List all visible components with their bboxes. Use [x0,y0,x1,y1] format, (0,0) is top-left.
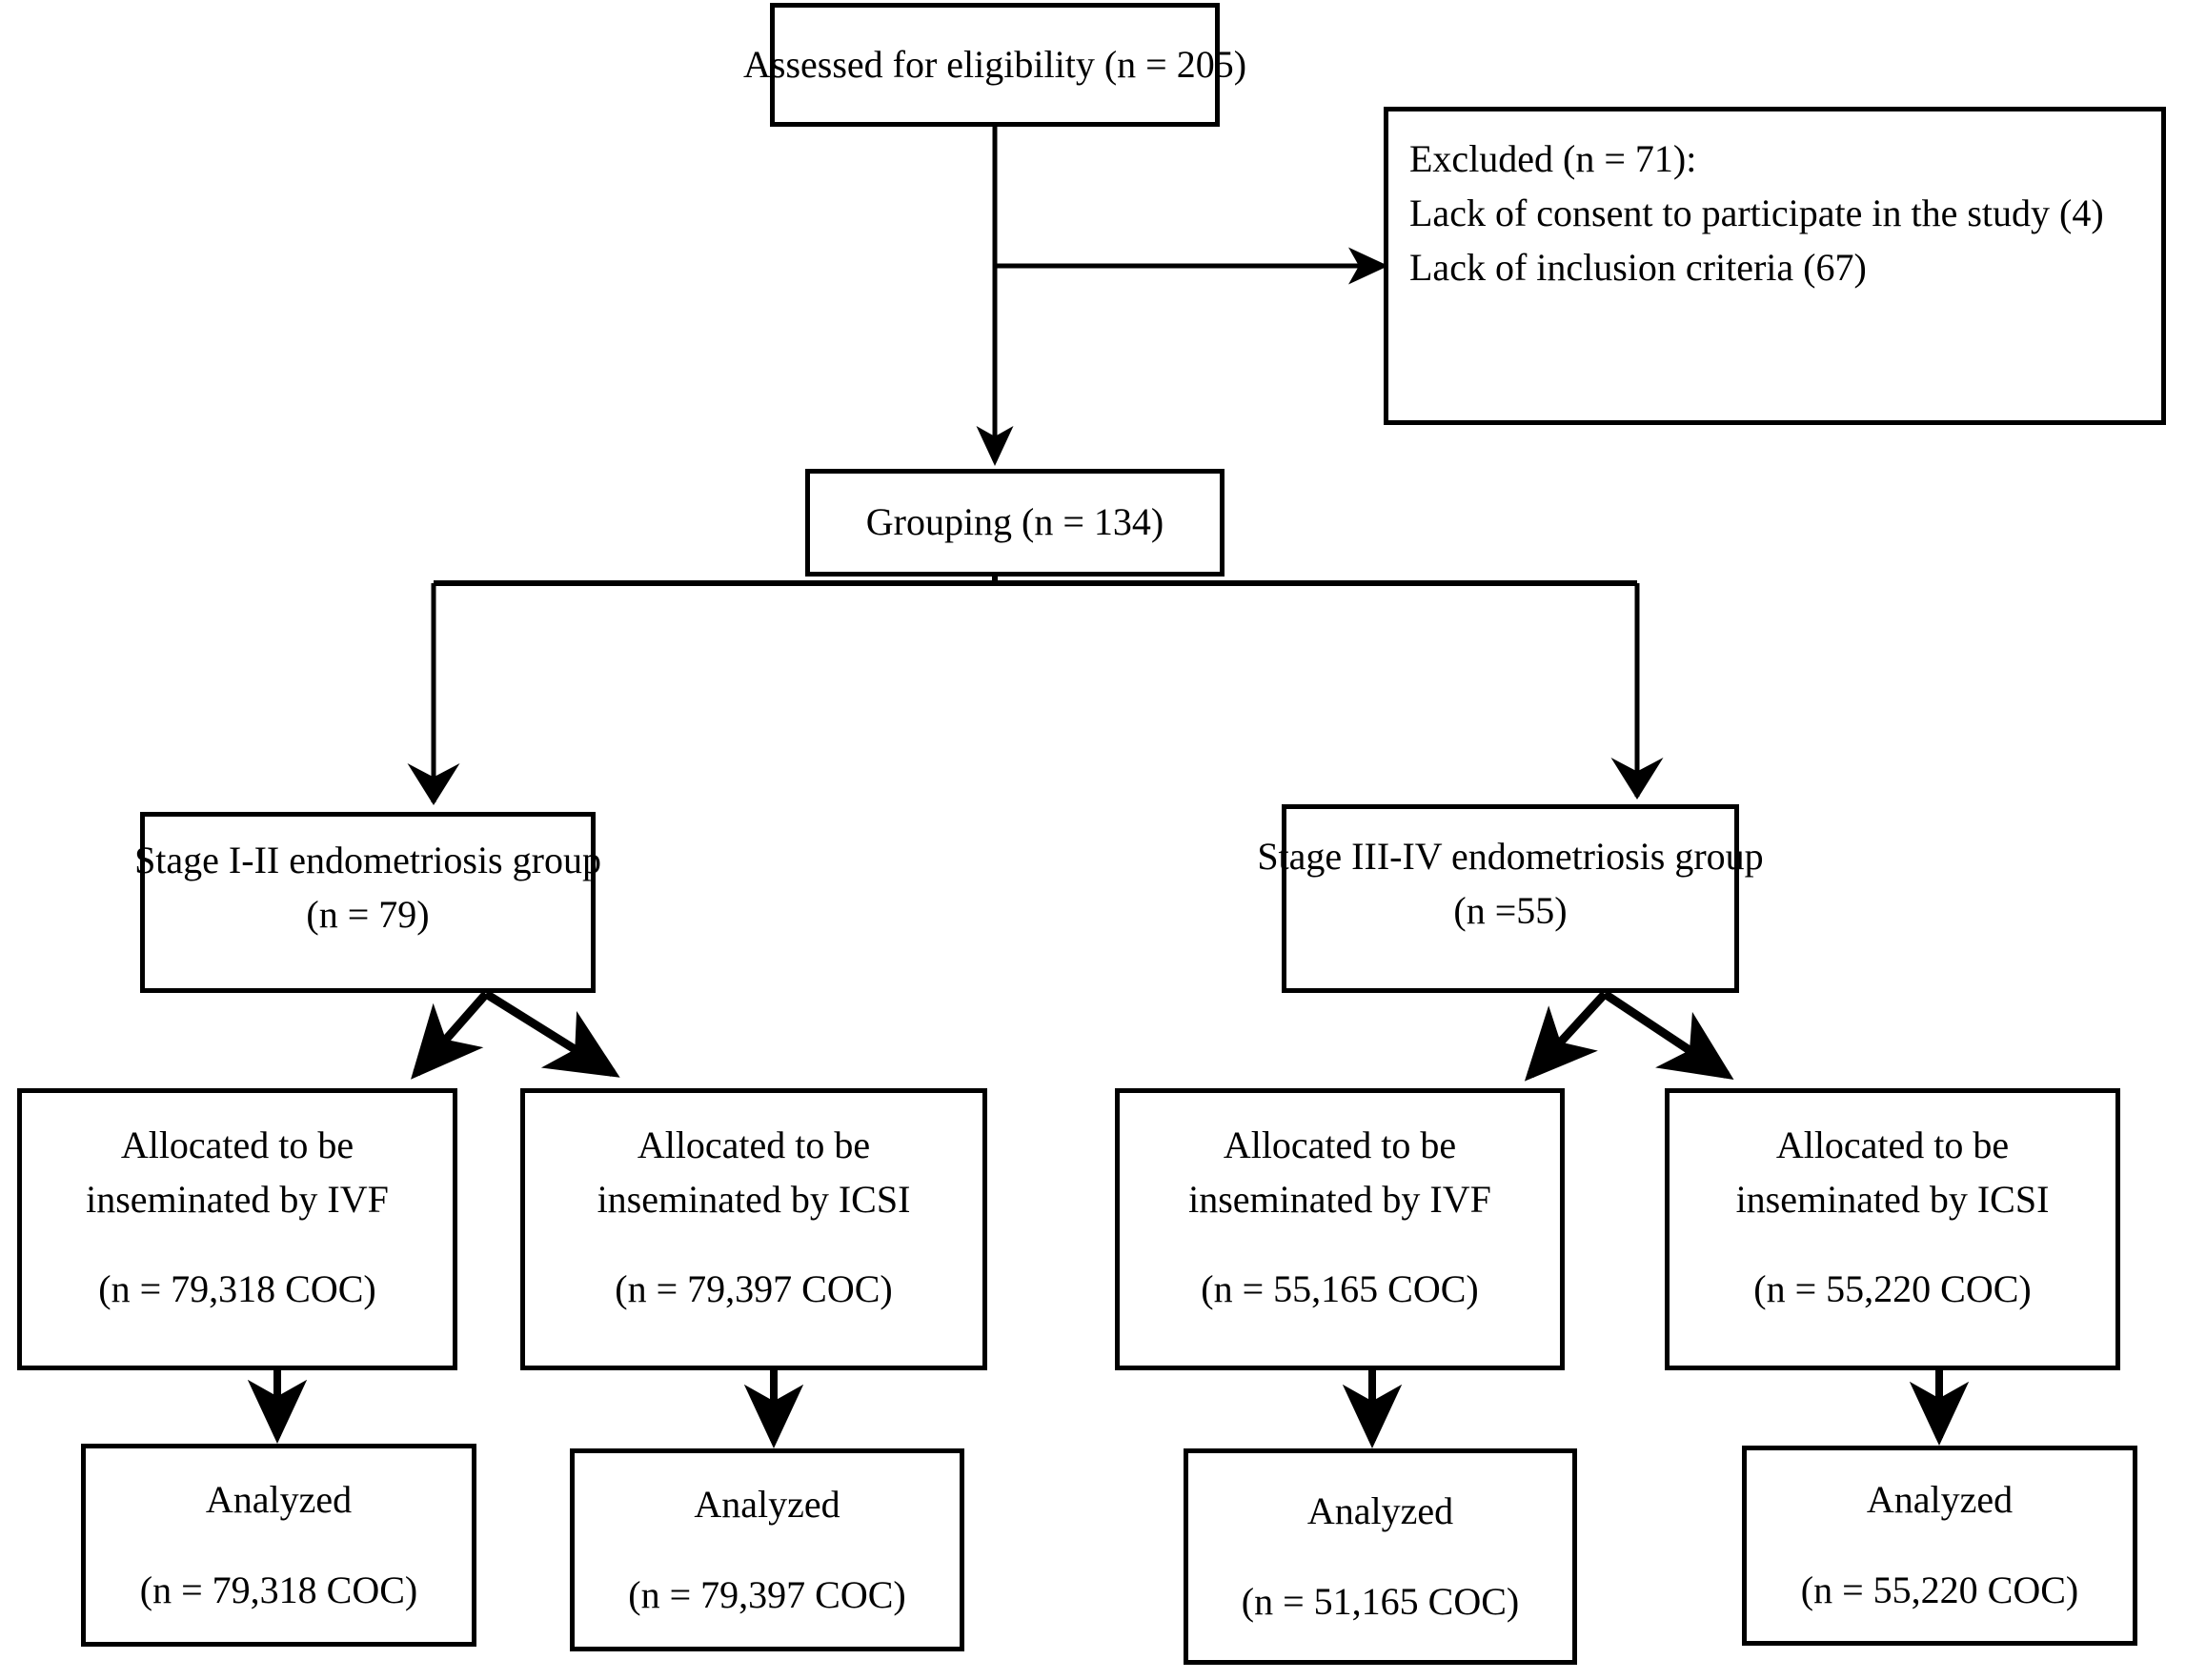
node-allocated-ivf-left-line-2: inseminated by IVF [86,1177,389,1221]
node-stage-iii-iv-group[interactable]: Stage III-IV endometriosis group (n =55) [1257,804,1764,993]
edge-stage-i-ii-to-icsi [483,990,620,1078]
node-analyzed-icsi-right-line-1: Analyzed [1866,1478,2014,1522]
node-stage-iii-iv-line-2: (n =55) [1453,889,1568,932]
node-analyzed-ivf-stage-i-ii[interactable]: Analyzed (n = 79,318 COC) [81,1444,476,1647]
node-analyzed-icsi-stage-i-ii[interactable]: Analyzed (n = 79,397 COC) [570,1448,964,1651]
node-analyzed-ivf-stage-iii-iv[interactable]: Analyzed (n = 51,165 COC) [1184,1448,1577,1665]
node-allocated-ivf-stage-i-ii[interactable]: Allocated to be inseminated by IVF (n = … [17,1088,457,1370]
node-allocated-ivf-right-line-1: Allocated to be [1223,1123,1457,1166]
node-allocated-ivf-left-line-3: (n = 79,318 COC) [98,1267,376,1311]
node-stage-iii-iv-line-1: Stage III-IV endometriosis group [1257,835,1764,879]
node-allocated-ivf-left-line-1: Allocated to be [120,1123,354,1166]
node-stage-i-ii-group[interactable]: Stage I-II endometriosis group (n = 79) [134,812,601,993]
node-analyzed-icsi-left-line-2: (n = 79,397 COC) [628,1572,906,1616]
node-allocated-icsi-left-line-2: inseminated by ICSI [597,1177,911,1221]
node-assessed-for-eligibility[interactable]: Assessed for eligibility (n = 205) [743,3,1246,127]
node-allocated-icsi-left-line-3: (n = 79,397 COC) [615,1267,893,1311]
node-allocated-icsi-left-line-1: Allocated to be [637,1123,871,1166]
node-analyzed-icsi-left-line-1: Analyzed [694,1482,840,1526]
node-grouping[interactable]: Grouping (n = 134) [805,469,1225,577]
node-stage-i-ii-line-1: Stage I-II endometriosis group [134,839,601,882]
node-allocated-icsi-right-line-3: (n = 55,220 COC) [1753,1267,2032,1311]
node-analyzed-ivf-left-line-1: Analyzed [205,1477,353,1521]
node-analyzed-ivf-right-line-1: Analyzed [1306,1488,1454,1532]
node-excluded-line-2: Lack of consent to participate in the st… [1409,191,2104,234]
node-allocated-ivf-stage-iii-iv[interactable]: Allocated to be inseminated by IVF (n = … [1115,1088,1565,1370]
node-excluded[interactable]: Excluded (n = 71): Lack of consent to pa… [1384,107,2166,425]
node-stage-i-ii-line-2: (n = 79) [306,893,430,936]
node-analyzed-ivf-left-line-2: (n = 79,318 COC) [139,1568,418,1611]
edge-stage-iii-iv-to-ivf [1524,990,1609,1082]
node-excluded-line-1: Excluded (n = 71): [1409,137,1697,180]
node-grouping-label: Grouping (n = 134) [865,500,1164,544]
node-allocated-icsi-right-line-2: inseminated by ICSI [1735,1177,2050,1221]
edge-stage-iii-iv-to-icsi [1602,990,1734,1080]
node-allocated-ivf-right-line-2: inseminated by IVF [1188,1177,1491,1221]
node-allocated-icsi-stage-iii-iv[interactable]: Allocated to be inseminated by ICSI (n =… [1665,1088,2120,1370]
node-allocated-icsi-right-line-1: Allocated to be [1775,1123,2010,1166]
node-allocated-icsi-stage-i-ii[interactable]: Allocated to be inseminated by ICSI (n =… [520,1088,987,1370]
node-assessed-label: Assessed for eligibility (n = 205) [742,42,1247,86]
node-analyzed-ivf-right-line-2: (n = 51,165 COC) [1241,1579,1520,1623]
edge-stage-i-ii-to-ivf [411,991,490,1080]
node-analyzed-icsi-right-line-2: (n = 55,220 COC) [1800,1569,2079,1611]
node-excluded-line-3: Lack of inclusion criteria (67) [1409,245,1867,289]
node-analyzed-icsi-stage-iii-iv[interactable]: Analyzed (n = 55,220 COC) [1742,1446,2137,1646]
node-allocated-ivf-right-line-3: (n = 55,165 COC) [1201,1267,1479,1311]
